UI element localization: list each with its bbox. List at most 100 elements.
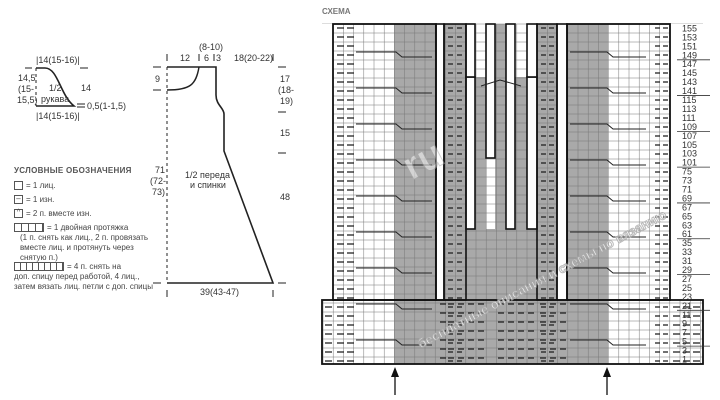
- row-label: 33: [682, 247, 692, 257]
- cable-mark: [356, 267, 432, 274]
- chart-gap: [485, 23, 496, 159]
- row-label: 147: [682, 59, 697, 69]
- row-label: 25: [682, 283, 692, 293]
- arrow-left-icon: [391, 367, 399, 395]
- legend-text: = 1 изн.: [26, 195, 55, 204]
- sleeve-schematic: [25, 67, 88, 108]
- row-label: 21: [682, 301, 692, 311]
- row-label: 75: [682, 167, 692, 177]
- row-label: 73: [682, 176, 692, 186]
- cable-mark: [570, 339, 646, 346]
- row-label: 103: [682, 149, 697, 159]
- legend-text: = 2 п. вместе изн.: [26, 209, 92, 218]
- arrow-right-icon: [603, 367, 611, 395]
- body-label-b: и спинки: [190, 180, 226, 190]
- row-label: 29: [682, 265, 692, 275]
- row-label: 149: [682, 50, 697, 60]
- body-label: 1/2 переда: [185, 170, 230, 180]
- row-label: 71: [682, 185, 692, 195]
- row-label: 109: [682, 122, 697, 132]
- sleeve-height: 14,5: [18, 73, 36, 83]
- double-decrease-mark: [480, 79, 522, 87]
- cable-mark: [356, 123, 432, 130]
- body-total-b: (72-: [150, 176, 166, 186]
- cable-mark: [356, 303, 432, 310]
- row-label: 1: [682, 355, 687, 365]
- sleeve-top-width: |14(15-16)|: [36, 55, 80, 65]
- row-label: 153: [682, 32, 697, 42]
- legend-item-knit: = 1 лиц.: [14, 181, 56, 191]
- legend-note: (1 п. снять как лиц., 2 п. провязать вме…: [20, 233, 149, 262]
- sleeve-bottom-width: |14(15-16)|: [36, 111, 80, 121]
- chart-gap: [526, 76, 538, 230]
- row-label: 69: [682, 193, 692, 203]
- cable-mark: [570, 231, 646, 238]
- body-neck-height: 9: [155, 74, 160, 84]
- knit-stitch-icon: [14, 181, 23, 191]
- body-lower-height: 48: [280, 192, 290, 202]
- legend-title: УСЛОВНЫЕ ОБОЗНАЧЕНИЯ: [14, 166, 132, 175]
- row-label: 23: [682, 292, 692, 302]
- chart-gap: [505, 23, 516, 230]
- cable-mark: [570, 267, 646, 274]
- row-label: 145: [682, 68, 697, 78]
- legend-item-double-decrease: = 1 двойная протяжка(1 п. снять как лиц.…: [14, 223, 154, 263]
- body-total-c: 73): [152, 187, 165, 197]
- cable-mark: [570, 159, 646, 166]
- cable-mark: [570, 123, 646, 130]
- sleeve-height-b: (15-: [18, 84, 34, 94]
- cable-mark: [356, 339, 432, 346]
- row-label: 115: [682, 95, 696, 105]
- sleeve-label-b: рукава: [41, 94, 69, 104]
- row-label: 65: [682, 211, 692, 221]
- row-label: 35: [682, 238, 692, 248]
- body-schematic: [153, 54, 286, 297]
- sleeve-label: 1/2: [49, 83, 62, 93]
- row-label: 111: [682, 113, 696, 123]
- row-label: 113: [682, 104, 696, 114]
- row-label: 9: [682, 319, 687, 329]
- row-label: 141: [682, 86, 697, 96]
- sleeve-cap-height: 14: [81, 83, 91, 93]
- row-labels: 1551531511491471451431411151131111091071…: [677, 23, 710, 365]
- chart-gap: [465, 76, 476, 230]
- body-mid-height: 15: [280, 128, 290, 138]
- chart-title: СХЕМА: [322, 7, 351, 16]
- row-label: 31: [682, 256, 692, 266]
- sleeve-height-c: 15,5): [17, 95, 38, 105]
- legend-item-purl: –= 1 изн.: [14, 195, 54, 205]
- row-label: 63: [682, 220, 692, 230]
- row-label: 61: [682, 229, 692, 239]
- body-armhole-c: 19): [280, 96, 293, 106]
- double-decrease-icon: [14, 223, 44, 233]
- body-total: 71: [155, 165, 165, 175]
- sleeve-bottom-offset: 0,5(1-1,5): [87, 101, 126, 111]
- row-label: 151: [682, 41, 697, 51]
- cable-mark: [356, 195, 432, 202]
- row-label: 11: [682, 310, 691, 320]
- chart-gap: [526, 23, 538, 78]
- row-label: 67: [682, 202, 692, 212]
- knitting-chart: [318, 23, 710, 365]
- cable-mark: [356, 159, 432, 166]
- row-label: 3: [682, 346, 687, 356]
- row-label: 107: [682, 131, 697, 141]
- purl-stitch-icon: –: [14, 195, 23, 205]
- body-top-right: 18(20-22): [234, 53, 273, 63]
- row-label: 7: [682, 328, 687, 338]
- cable-mark: [570, 87, 646, 94]
- legend-item-p2tog: ^= 2 п. вместе изн.: [14, 209, 91, 219]
- legend-text: = 1 двойная протяжка: [47, 223, 129, 232]
- chart-gap: [465, 23, 476, 78]
- row-label: 5: [682, 337, 687, 347]
- row-label: 155: [682, 23, 697, 33]
- cable-mark: [570, 51, 646, 58]
- row-label: 101: [682, 158, 697, 168]
- cable-mark: [570, 303, 646, 310]
- legend-text: = 1 лиц.: [26, 181, 56, 190]
- cable-mark: [356, 51, 432, 58]
- cable-mark: [356, 87, 432, 94]
- row-label: 27: [682, 274, 692, 284]
- body-neck-depth: (8-10): [199, 42, 223, 52]
